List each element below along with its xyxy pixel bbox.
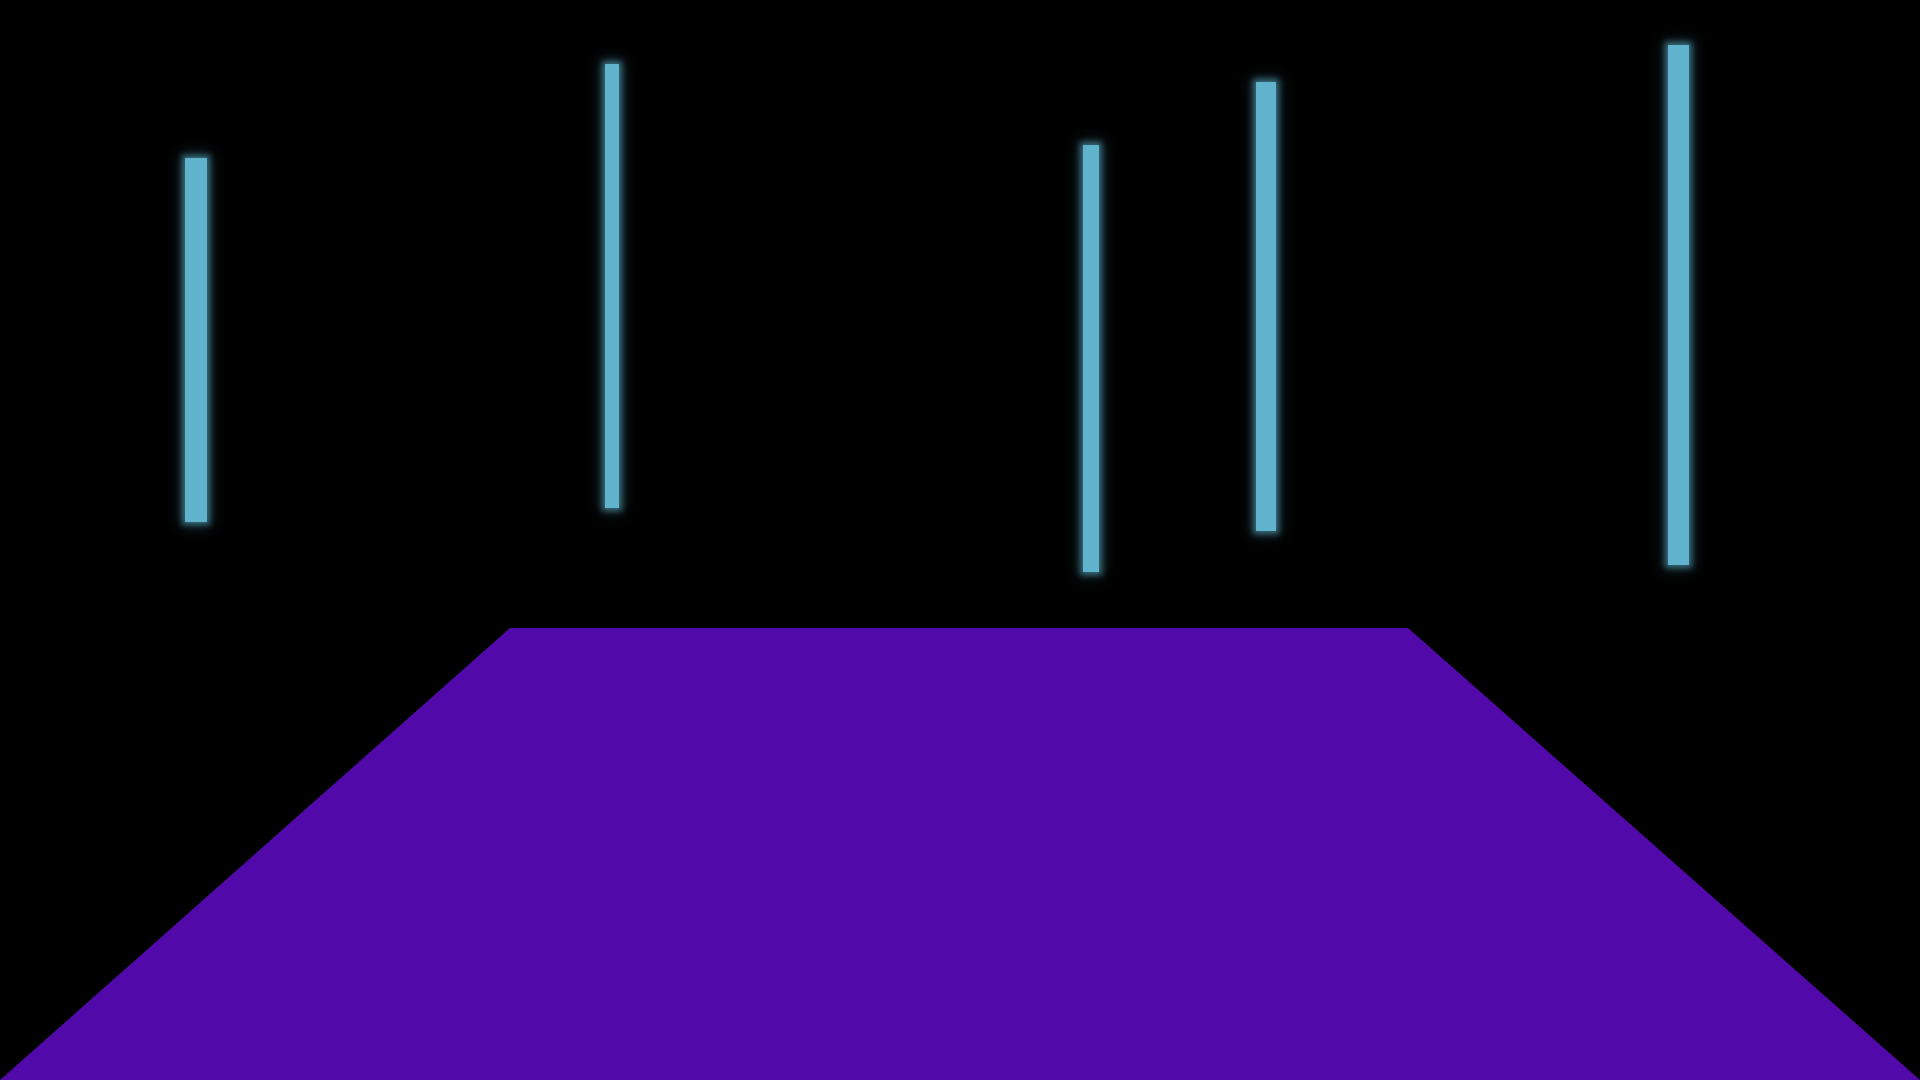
light-bar bbox=[1668, 45, 1689, 565]
light-bar bbox=[605, 64, 619, 508]
light-bar bbox=[1083, 145, 1099, 572]
light-bar bbox=[185, 158, 207, 522]
light-bar bbox=[1256, 82, 1276, 531]
floor-surface bbox=[0, 628, 1920, 1080]
